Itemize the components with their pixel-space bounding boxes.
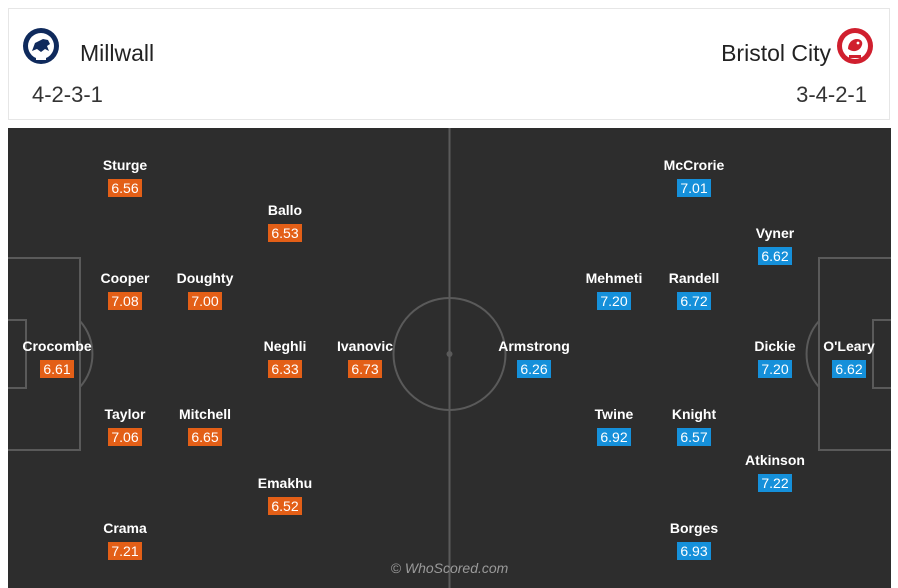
player-away-mehmeti[interactable]: Mehmeti 7.20 [564,269,664,311]
player-away-twine[interactable]: Twine 6.92 [564,405,664,447]
player-home-ballo[interactable]: Ballo 6.53 [235,201,335,243]
away-formation: 3-4-2-1 [796,82,867,107]
player-rating: 6.73 [348,360,382,378]
player-home-taylor[interactable]: Taylor 7.06 [75,405,175,447]
player-rating: 6.53 [268,224,302,242]
player-rating: 6.72 [677,292,711,310]
player-away-armstrong[interactable]: Armstrong 6.26 [484,337,584,379]
player-away-oleary[interactable]: O'Leary 6.62 [799,337,891,379]
player-rating: 7.00 [188,292,222,310]
player-name: Neghli [263,338,307,354]
player-rating: 6.57 [677,428,711,446]
player-away-mccrorie[interactable]: McCrorie 7.01 [644,156,744,198]
player-rating: 7.06 [108,428,142,446]
player-name: O'Leary [823,338,875,354]
player-home-doughty[interactable]: Doughty 7.00 [155,269,255,311]
pitch-markings [8,128,891,588]
player-name: Dickie [754,338,796,354]
player-name: Crama [103,520,147,536]
player-name: Knight [671,406,717,422]
player-name: Vyner [755,225,795,241]
player-name: Cooper [100,270,150,286]
player-away-borges[interactable]: Borges 6.93 [644,519,744,561]
player-home-sturge[interactable]: Sturge 6.56 [75,156,175,198]
player-away-randell[interactable]: Randell 6.72 [644,269,744,311]
player-name: Emakhu [257,475,313,491]
player-name: Armstrong [498,338,570,354]
player-home-emakhu[interactable]: Emakhu 6.52 [235,474,335,516]
player-rating: 6.33 [268,360,302,378]
home-formation: 4-2-3-1 [32,82,103,107]
millwall-crest-icon [23,28,59,64]
player-home-neghli[interactable]: Neghli 6.33 [235,337,335,379]
player-name: Borges [669,520,719,536]
player-rating: 7.01 [677,179,711,197]
player-name: Doughty [176,270,234,286]
away-team-name[interactable]: Bristol City [721,40,831,66]
player-home-mitchell[interactable]: Mitchell 6.65 [155,405,255,447]
whoscored-watermark: © WhoScored.com [390,560,509,576]
player-rating: 6.92 [597,428,631,446]
player-home-crocombe[interactable]: Crocombe 6.61 [8,337,107,379]
match-header: Millwall 4-2-3-1 Bristol City 3-4-2-1 [8,8,890,120]
player-name: Sturge [102,157,148,173]
player-name: Taylor [104,406,146,422]
player-home-cooper[interactable]: Cooper 7.08 [75,269,175,311]
player-name: McCrorie [663,157,725,173]
player-name: Twine [594,406,634,422]
player-home-ivanovic[interactable]: Ivanovic 6.73 [315,337,415,379]
player-rating: 6.62 [832,360,866,378]
player-away-atkinson[interactable]: Atkinson 7.22 [725,451,825,493]
player-name: Crocombe [22,338,92,354]
player-rating: 6.26 [517,360,551,378]
player-away-dickie[interactable]: Dickie 7.20 [725,337,825,379]
bristol-city-crest-icon [837,28,873,64]
player-rating: 6.62 [758,247,792,265]
player-rating: 7.20 [597,292,631,310]
player-name: Mitchell [178,406,232,422]
player-rating: 6.93 [677,542,711,560]
player-name: Mehmeti [585,270,643,286]
player-name: Atkinson [745,452,805,468]
player-name: Ivanovic [336,338,394,354]
pitch: Crocombe 6.61 Sturge 6.56 Cooper 7.08 Ta… [8,128,891,588]
player-away-vyner[interactable]: Vyner 6.62 [725,224,825,266]
player-away-knight[interactable]: Knight 6.57 [644,405,744,447]
player-rating: 6.65 [188,428,222,446]
player-home-crama[interactable]: Crama 7.21 [75,519,175,561]
player-rating: 7.08 [108,292,142,310]
player-name: Ballo [267,202,303,218]
player-name: Randell [668,270,720,286]
player-rating: 7.20 [758,360,792,378]
player-rating: 7.21 [108,542,142,560]
player-rating: 6.61 [40,360,74,378]
player-rating: 7.22 [758,474,792,492]
player-rating: 6.52 [268,497,302,515]
home-team-name[interactable]: Millwall [80,40,155,66]
player-rating: 6.56 [108,179,142,197]
